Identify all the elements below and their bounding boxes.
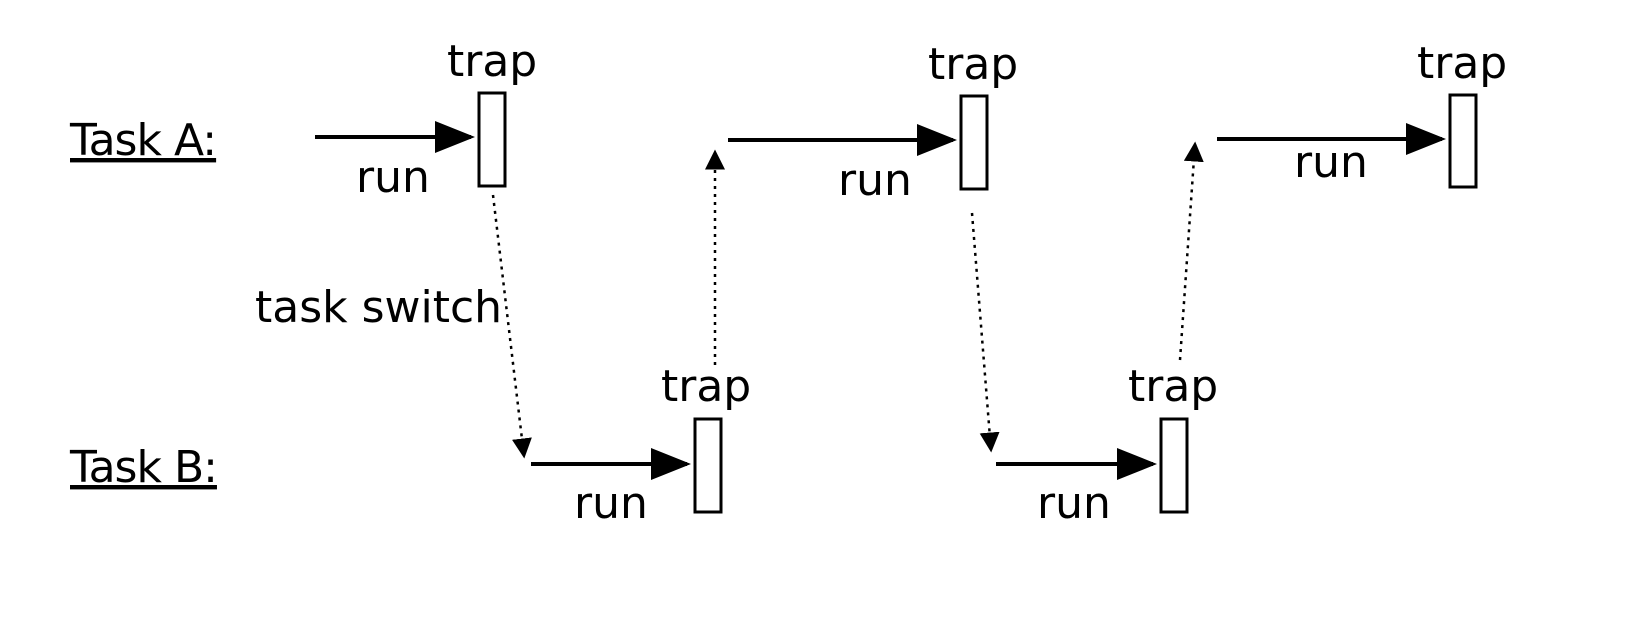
segment-1-task-a: run trap [315,36,537,203]
segment-2-task-b: run trap [531,361,751,529]
trap-label: trap [661,361,751,412]
run-label: run [838,155,912,206]
trap-label: trap [928,39,1018,90]
trap-label: trap [447,36,537,87]
task-switch-label: task switch [255,282,502,333]
segment-3-task-a: run trap [728,39,1018,206]
task-a-label: Task A: [69,115,216,166]
trap-bar [477,91,507,188]
trap-bar [693,417,723,514]
trap-label: trap [1417,38,1507,89]
run-label: run [356,152,430,203]
run-label: run [1294,137,1368,188]
task-b-label: Task B: [69,442,217,493]
trap-label: trap [1128,361,1218,412]
run-label: run [1037,478,1111,529]
trap-bar [1448,93,1478,189]
trap-bar [959,94,989,191]
task-switch-arrow [1178,141,1204,361]
trap-bar [1159,417,1189,514]
run-label: run [574,478,648,529]
segment-4-task-b: run trap [996,361,1218,529]
task-switch-arrow [970,212,1000,453]
segment-5-task-a: run trap [1217,38,1507,189]
